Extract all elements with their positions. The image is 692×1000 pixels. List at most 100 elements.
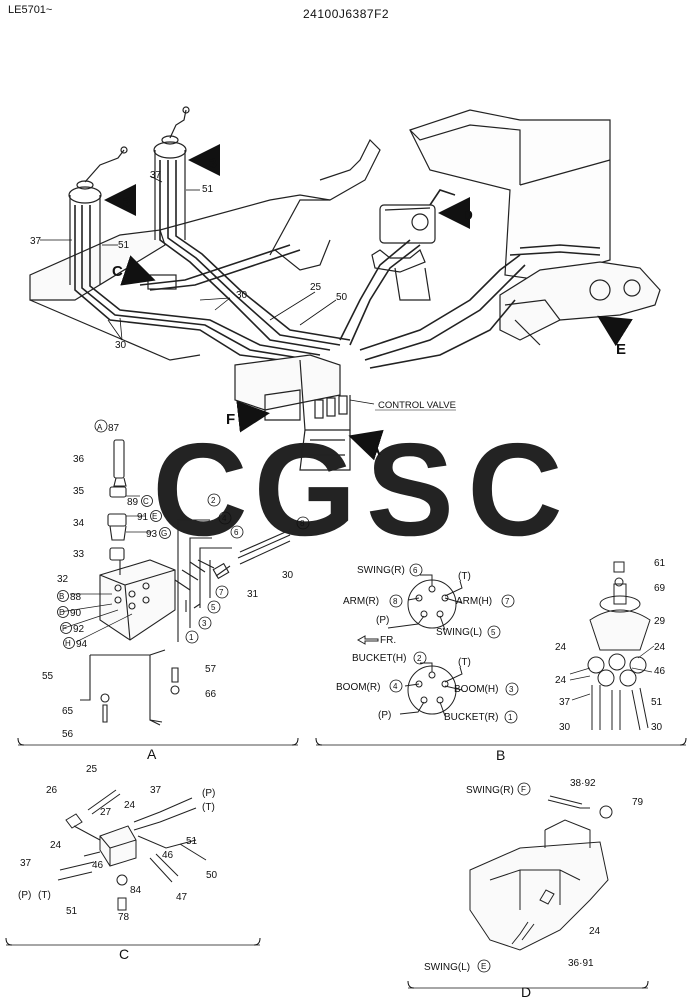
part-c-47: 47 [176, 892, 188, 903]
part-c-24-a: 24 [124, 800, 136, 811]
part-c-24-b: 24 [50, 840, 62, 851]
upper-arm-r: ARM(R) [343, 596, 379, 607]
lower-boom-r: BOOM(R) [336, 682, 380, 693]
upper-swing-r: SWING(R) [357, 565, 405, 576]
overview-assembly [29, 106, 661, 471]
view-a-assembly [59, 439, 291, 726]
part-34: 34 [73, 518, 85, 529]
upper-arm-h: ARM(H) [456, 596, 492, 607]
view-b-port-maps [356, 561, 655, 731]
part-29: 29 [654, 616, 666, 627]
part-25: 25 [310, 282, 322, 293]
part-c-37-b: 37 [20, 858, 32, 869]
part-c-27: 27 [100, 807, 112, 818]
letter-e-circle: E [152, 512, 157, 521]
port-number-n2: 2 [211, 496, 216, 505]
part-d-79: 79 [632, 797, 644, 808]
callout-b-right: B [206, 155, 217, 172]
part-51-b: 51 [651, 697, 663, 708]
pilot-valve-right [153, 106, 190, 240]
lower-n4: 4 [393, 682, 398, 691]
section-label-a: A [147, 746, 157, 762]
port-c-p1: (P) [202, 788, 215, 799]
port-number-n7: 7 [219, 588, 224, 597]
port-circle [218, 511, 232, 525]
port-circle [230, 525, 244, 539]
lower-n1: 1 [508, 713, 513, 722]
part-50: 50 [336, 292, 348, 303]
letter-c-circle: C [143, 497, 149, 506]
part-33: 33 [73, 549, 85, 560]
part-c-51-a: 51 [186, 836, 198, 847]
part-90: 90 [70, 608, 82, 619]
control-valve-label: CONTROL VALVE [378, 400, 456, 411]
d-letter-f: F [521, 785, 526, 794]
part-35: 35 [73, 486, 85, 497]
lower-bucket-h: BUCKET(H) [352, 653, 406, 664]
part-51-left: 51 [118, 240, 130, 251]
part-37-b: 37 [559, 697, 571, 708]
port-number-n1: 1 [189, 633, 194, 642]
letter-g-circle: G [161, 529, 167, 538]
part-c-46-b: 46 [92, 860, 104, 871]
upper-t: (T) [458, 571, 471, 582]
part-66: 66 [205, 689, 217, 700]
part-93: 93 [146, 529, 158, 540]
port-number-n5: 5 [211, 603, 216, 612]
port-number-n3: 3 [202, 619, 207, 628]
part-55: 55 [42, 671, 54, 682]
d-letter-e: E [481, 962, 486, 971]
part-c-37-a: 37 [150, 785, 162, 796]
part-94: 94 [76, 639, 88, 650]
part-24-b: 24 [654, 642, 666, 653]
part-c-26: 26 [46, 785, 58, 796]
port-circle [198, 616, 212, 630]
part-30-a: 30 [282, 570, 294, 581]
forward-label: FR. [380, 635, 396, 646]
part-92: 92 [73, 624, 85, 635]
view-c-assembly [57, 789, 207, 911]
view-d-assembly [469, 795, 613, 951]
port-c-t1: (T) [202, 802, 215, 813]
part-88: 88 [70, 592, 82, 603]
letter-a-circle: A [97, 423, 103, 432]
part-30-b-left: 30 [559, 722, 571, 733]
part-65: 65 [62, 706, 74, 717]
part-31: 31 [247, 589, 259, 600]
upper-n7: 7 [505, 597, 510, 606]
upper-n5: 5 [491, 628, 496, 637]
part-c-51-b: 51 [66, 906, 78, 917]
part-69: 69 [654, 583, 666, 594]
view-d-labels: SWING(R) F 38·92 79 24 36·91 SWING(L) E [424, 778, 644, 973]
callout-b-left: B [120, 194, 131, 211]
part-32: 32 [57, 574, 69, 585]
lower-p: (P) [378, 710, 391, 721]
part-30-right: 30 [236, 290, 248, 301]
letter-b-circle: B [59, 592, 64, 601]
lower-t: (T) [458, 657, 471, 668]
upper-n8: 8 [393, 597, 398, 606]
port-circle [185, 630, 199, 644]
lower-bucket-r: BUCKET(R) [444, 712, 498, 723]
part-37-left: 37 [30, 236, 42, 247]
callout-c: C [112, 263, 123, 280]
part-c-50: 50 [206, 870, 218, 881]
upper-n6: 6 [413, 566, 418, 575]
part-37-right: 37 [150, 170, 162, 181]
section-label-c: C [119, 946, 129, 962]
letter-f-circle: F [62, 624, 67, 633]
part-91: 91 [137, 512, 149, 523]
port-c-p2: (P) [18, 890, 31, 901]
part-87: 87 [108, 423, 120, 434]
letter-h-circle: H [65, 639, 71, 648]
upper-p: (P) [376, 615, 389, 626]
section-label-d: D [521, 984, 531, 1000]
part-24-c: 24 [555, 675, 567, 686]
part-56: 56 [62, 729, 74, 740]
port-circle [207, 600, 221, 614]
callout-d: D [462, 207, 473, 224]
callout-e: E [616, 341, 626, 358]
lower-boom-h: BOOM(H) [454, 684, 498, 695]
part-30-left: 30 [115, 340, 127, 351]
